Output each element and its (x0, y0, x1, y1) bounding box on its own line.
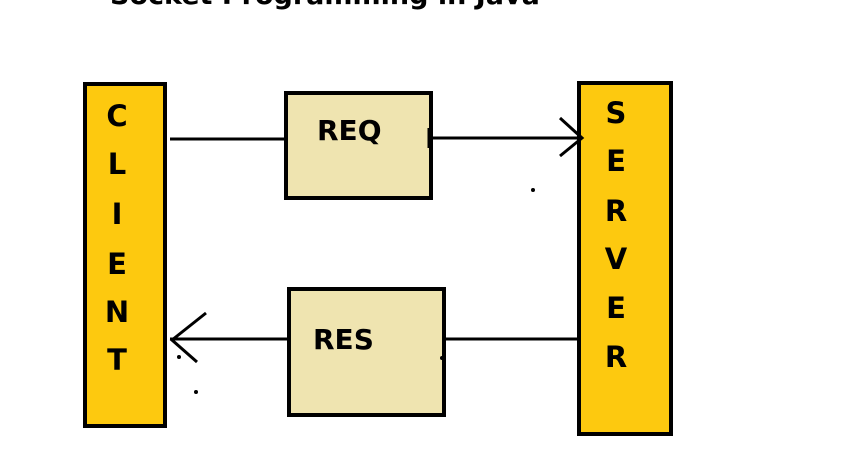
diagram-title: Socket Programming in Java (110, 0, 540, 12)
stray-dot (194, 390, 198, 394)
server-letter: E (606, 144, 626, 178)
server-letter: R (604, 340, 628, 374)
client-letter: E (107, 247, 127, 281)
request-label: REQ (317, 114, 382, 147)
stray-dot (440, 356, 444, 360)
server-letter: E (606, 291, 626, 325)
request-arrowhead (558, 116, 585, 158)
client-letter: C (106, 99, 128, 133)
client-letter: N (104, 295, 130, 329)
server-box: S E R V E R (577, 81, 673, 436)
stray-dot (177, 355, 181, 359)
request-box: REQ (284, 91, 433, 200)
client-letter: L (107, 147, 127, 181)
response-arrowhead (169, 311, 207, 364)
client-letter: T (107, 343, 127, 377)
client-letter: I (111, 197, 123, 231)
server-letter: R (604, 194, 628, 228)
response-label: RES (313, 323, 374, 356)
client-box: C L I E N T (83, 82, 167, 428)
server-letter: V (604, 242, 628, 276)
response-box: RES (287, 287, 446, 417)
server-letter: S (605, 96, 627, 130)
stray-dot (531, 188, 535, 192)
